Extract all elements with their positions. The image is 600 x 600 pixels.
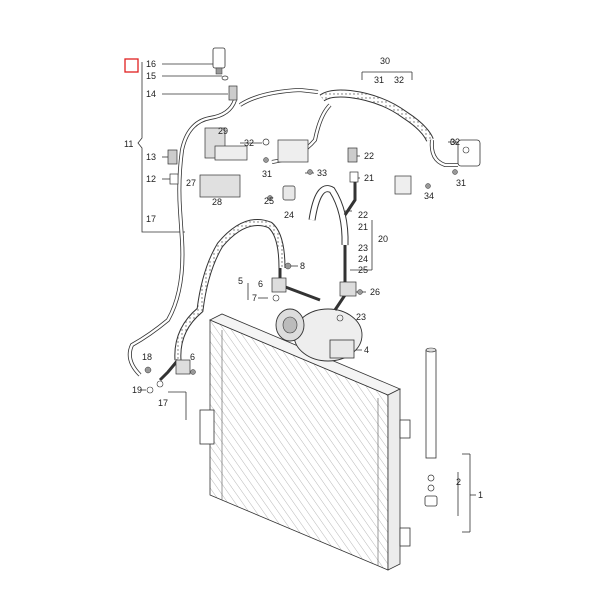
label-17a[interactable]: 17 xyxy=(146,214,156,224)
label-20[interactable]: 20 xyxy=(378,234,388,244)
dryer-cartridge[interactable] xyxy=(424,347,438,507)
label-22a[interactable]: 22 xyxy=(364,151,374,161)
label-7[interactable]: 7 xyxy=(252,293,257,303)
label-31c[interactable]: 31 xyxy=(456,178,466,188)
label-27[interactable]: 27 xyxy=(186,178,196,188)
bracket-11 xyxy=(137,62,185,233)
label-34[interactable]: 34 xyxy=(424,191,434,201)
label-28[interactable]: 28 xyxy=(212,197,222,207)
label-13[interactable]: 13 xyxy=(146,152,156,162)
label-26[interactable]: 26 xyxy=(370,287,380,297)
label-21b[interactable]: 21 xyxy=(358,222,368,232)
label-1[interactable]: 1 xyxy=(478,490,483,500)
label-25a[interactable]: 25 xyxy=(264,196,274,206)
label-30[interactable]: 30 xyxy=(380,56,390,66)
label-21a[interactable]: 21 xyxy=(364,173,374,183)
label-6b[interactable]: 6 xyxy=(190,352,195,362)
label-14[interactable]: 14 xyxy=(146,89,156,99)
label-24[interactable]: 24 xyxy=(284,210,294,220)
label-23a[interactable]: 23 xyxy=(358,243,368,253)
label-31b[interactable]: 31 xyxy=(374,75,384,85)
label-19[interactable]: 19 xyxy=(132,385,142,395)
label-32c[interactable]: 32 xyxy=(450,137,460,147)
label-15[interactable]: 15 xyxy=(146,71,156,81)
label-24b[interactable]: 24 xyxy=(358,254,368,264)
compressor[interactable] xyxy=(275,308,363,362)
highlight-marker[interactable] xyxy=(124,58,139,73)
hoses[interactable] xyxy=(127,87,458,382)
label-5[interactable]: 5 xyxy=(238,276,243,286)
label-17b[interactable]: 17 xyxy=(158,398,168,408)
label-31a[interactable]: 31 xyxy=(262,169,272,179)
label-11[interactable]: 11 xyxy=(124,139,133,149)
label-4[interactable]: 4 xyxy=(364,345,369,355)
part-labels: 16 15 14 11 13 12 17 29 27 28 32 31 33 2… xyxy=(124,56,483,500)
small-parts[interactable] xyxy=(144,47,481,394)
label-32b[interactable]: 32 xyxy=(394,75,404,85)
label-23b[interactable]: 23 xyxy=(356,312,366,322)
label-8[interactable]: 8 xyxy=(300,261,305,271)
label-16[interactable]: 16 xyxy=(146,59,156,69)
label-2[interactable]: 2 xyxy=(456,477,461,487)
label-25b[interactable]: 25 xyxy=(358,265,368,275)
label-6a[interactable]: 6 xyxy=(258,279,263,289)
label-33[interactable]: 33 xyxy=(317,168,327,178)
label-22b[interactable]: 22 xyxy=(358,210,368,220)
label-12[interactable]: 12 xyxy=(146,174,156,184)
label-29[interactable]: 29 xyxy=(218,126,228,136)
label-18[interactable]: 18 xyxy=(142,352,152,362)
label-32a[interactable]: 32 xyxy=(244,138,254,148)
